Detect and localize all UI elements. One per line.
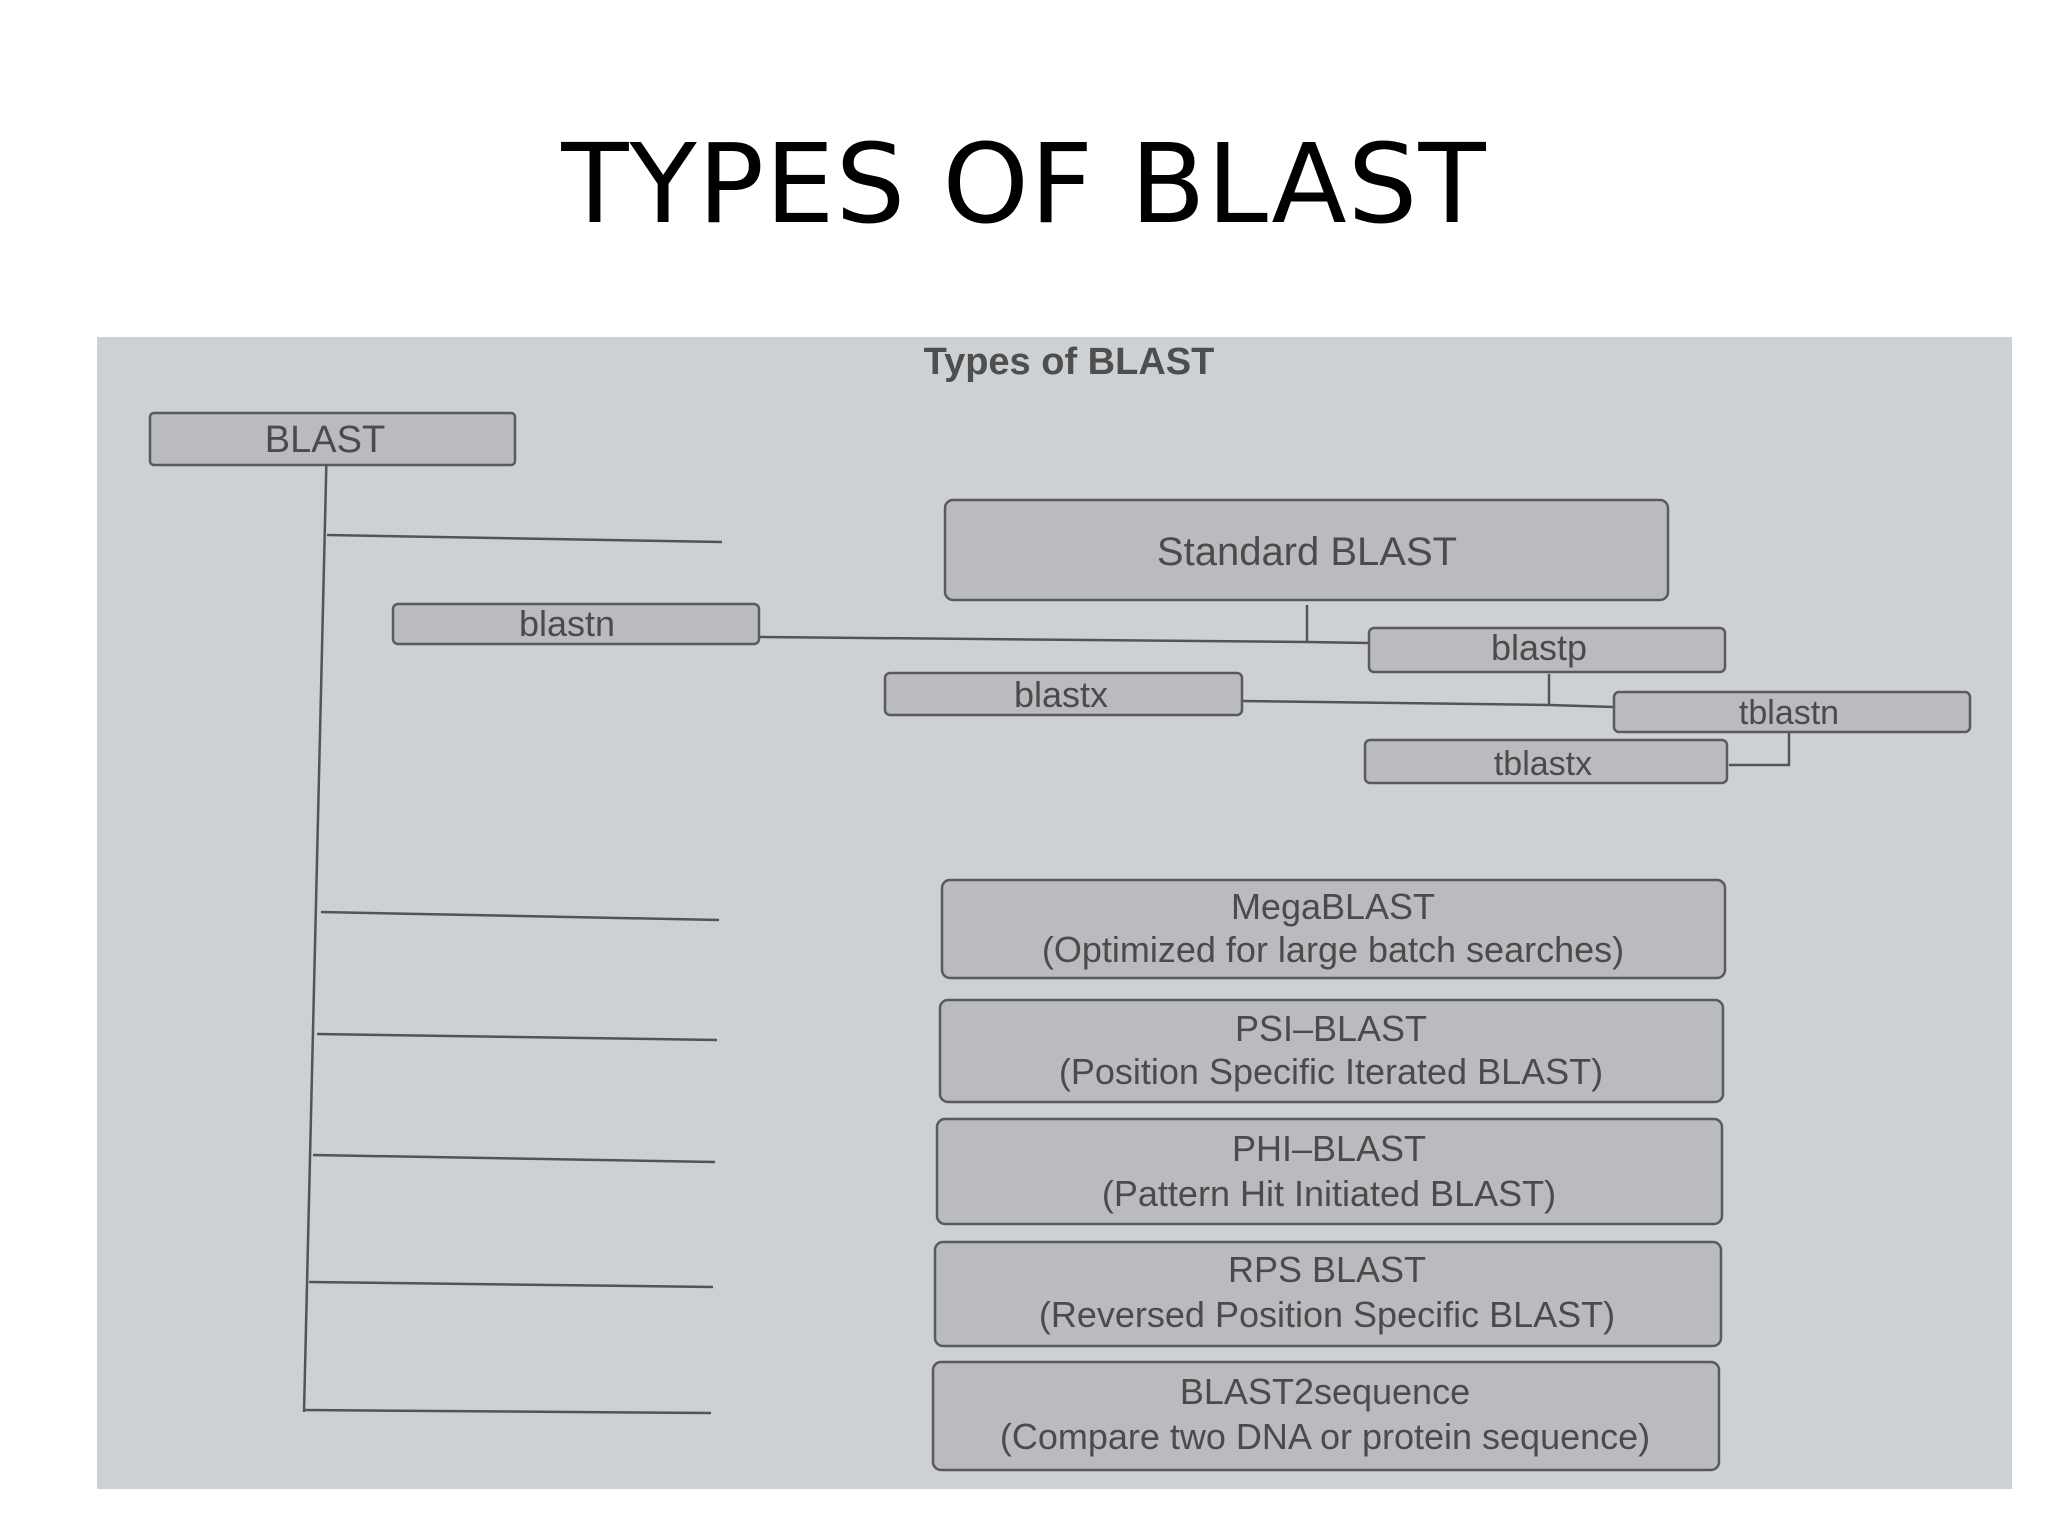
node-blastx-label: blastx [1014,674,1108,715]
connector-rps [308,1280,714,1289]
node-psi-blast-name: PSI–BLAST [1235,1008,1427,1049]
node-rps-blast-desc: (Reversed Position Specific BLAST) [1039,1294,1615,1335]
connector-b2s [303,1408,712,1415]
connector-lines [302,436,1791,1415]
node-blastn: blastn [391,602,761,646]
node-phi-blast: PHI–BLAST (Pattern Hit Initiated BLAST) [935,1117,1724,1226]
slide-title: TYPES OF BLAST [561,120,1487,248]
node-blastp-label: blastp [1491,627,1587,668]
node-blast2sequence-name: BLAST2sequence [1180,1371,1470,1412]
node-blast2sequence-desc: (Compare two DNA or protein sequence) [1000,1416,1650,1457]
diagram-photo: Types of BLAST BLAST Standard BLAST blas… [97,337,2012,1489]
node-blast: BLAST [148,411,517,467]
connector-phi [312,1153,716,1164]
node-tblastx-label: tblastx [1494,745,1592,783]
node-rps-blast: RPS BLAST (Reversed Position Specific BL… [933,1240,1723,1348]
connector-tblastn [1548,703,1615,709]
node-standard-blast-label: Standard BLAST [1157,530,1457,574]
node-megablast-name: MegaBLAST [1231,886,1435,927]
node-phi-blast-desc: (Pattern Hit Initiated BLAST) [1102,1173,1556,1214]
node-blastx: blastx [883,671,1244,717]
node-phi-blast-name: PHI–BLAST [1232,1128,1426,1169]
trunk-line [302,436,329,1413]
connector-blastn [758,635,1308,644]
node-psi-blast-desc: (Position Specific Iterated BLAST) [1059,1051,1603,1092]
diagram-header: Types of BLAST [924,341,1215,383]
node-blastn-label: blastn [519,603,615,644]
node-blast-label: BLAST [265,419,385,461]
node-tblastn: tblastn [1612,690,1972,734]
connector-tblastx [1729,722,1791,767]
node-tblastx: tblastx [1363,738,1729,785]
node-rps-blast-name: RPS BLAST [1228,1249,1426,1290]
node-megablast: MegaBLAST (Optimized for large batch sea… [940,878,1727,980]
connector-standard [326,533,723,544]
connector-blastp [1306,640,1370,645]
node-megablast-desc: (Optimized for large batch searches) [1042,929,1624,970]
connector-psi [316,1032,718,1042]
node-psi-blast: PSI–BLAST (Position Specific Iterated BL… [938,998,1725,1104]
node-blast2sequence: BLAST2sequence (Compare two DNA or prote… [931,1360,1721,1472]
blast-diagram: Types of BLAST BLAST Standard BLAST blas… [148,341,1972,1472]
node-tblastn-label: tblastn [1739,694,1839,732]
connector-blastx [1241,699,1550,707]
connector-mega [320,910,720,922]
node-blastp: blastp [1367,626,1727,674]
node-standard-blast: Standard BLAST [943,498,1670,602]
